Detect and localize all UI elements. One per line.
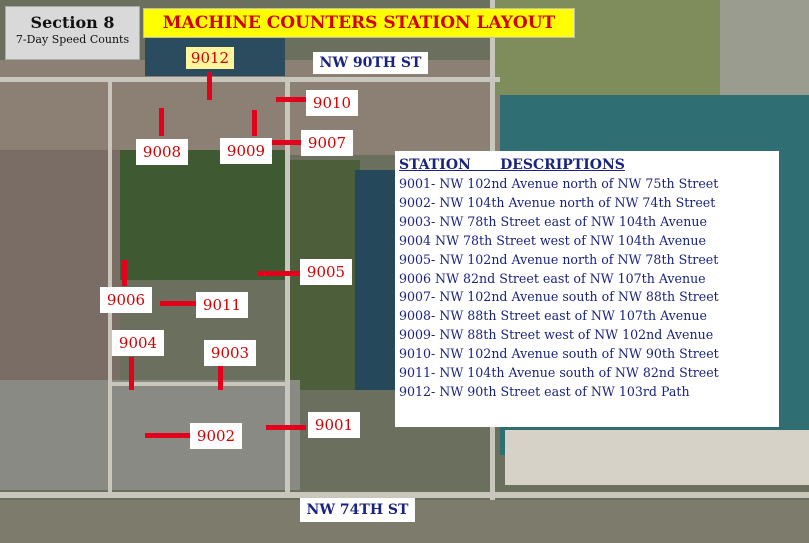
legend-item: 9012- NW 90th Street east of NW 103rd Pa…: [399, 383, 690, 399]
shore-sand: [505, 430, 809, 485]
station-marker-9005: [258, 271, 302, 276]
legend-item: 9005- NW 102nd Avenue north of NW 78th S…: [399, 251, 719, 267]
street-label-north: NW 90TH ST: [313, 52, 428, 74]
station-marker-9012: [207, 72, 212, 100]
legend-item: 9006 NW 82nd Street east of NW 107th Ave…: [399, 270, 706, 286]
northeast-block: [720, 0, 809, 95]
station-label-9003: 9003: [204, 340, 256, 366]
legend-item: 9004 NW 78th Street west of NW 104th Ave…: [399, 232, 706, 248]
station-marker-9009: [252, 110, 257, 136]
station-descriptions-legend: STATION DESCRIPTIONS 9001- NW 102nd Aven…: [395, 151, 779, 427]
road-nw-90th-st: [0, 77, 500, 82]
station-label-9007: 9007: [301, 130, 353, 156]
street-label-south: NW 74TH ST: [300, 498, 415, 522]
station-marker-9011: [160, 301, 198, 306]
legend-item: 9007- NW 102nd Avenue south of NW 88th S…: [399, 289, 719, 305]
station-marker-9004: [129, 357, 134, 390]
station-marker-9008: [159, 108, 164, 136]
station-marker-9007: [268, 140, 302, 145]
station-marker-9006: [122, 260, 127, 286]
station-label-9002: 9002: [190, 423, 242, 449]
station-marker-9002: [145, 433, 193, 438]
road-nw-74th-st: [0, 492, 809, 498]
section-subtitle: 7-Day Speed Counts: [15, 33, 130, 46]
road-nw-102nd-ave: [285, 80, 290, 495]
station-marker-9003: [218, 365, 223, 390]
station-label-9012: 9012: [186, 47, 234, 69]
legend-list: 9001- NW 102nd Avenue north of NW 75th S…: [399, 175, 779, 402]
narrow-lake: [355, 170, 400, 390]
legend-item: 9001- NW 102nd Avenue north of NW 75th S…: [399, 176, 719, 191]
station-label-9011: 9011: [196, 292, 248, 318]
legend-item: 9011- NW 104th Avenue south of NW 82nd S…: [399, 365, 719, 381]
legend-item: 9009- NW 88th Street west of NW 102nd Av…: [399, 327, 714, 343]
west-neighborhood: [0, 150, 120, 390]
legend-item: 9003- NW 78th Street east of NW 104th Av…: [399, 213, 707, 229]
section-box: Section 8 7-Day Speed Counts: [5, 6, 140, 60]
station-label-9008: 9008: [136, 139, 188, 165]
road-78th-st: [110, 382, 290, 386]
section-title: Section 8: [30, 13, 115, 32]
station-marker-9010: [276, 97, 310, 102]
station-marker-9001: [266, 425, 306, 430]
station-label-9001: 9001: [308, 412, 360, 438]
legend-item: 9008- NW 88th Street east of NW 107th Av…: [399, 308, 707, 324]
station-label-9004: 9004: [112, 330, 164, 356]
station-label-9009: 9009: [220, 138, 272, 164]
legend-item: 9002- NW 104th Avenue north of NW 74th S…: [399, 194, 716, 210]
map-title: MACHINE COUNTERS STATION LAYOUT: [143, 8, 575, 38]
station-label-9010: 9010: [306, 90, 358, 116]
legend-item: 9010- NW 102nd Avenue south of NW 90th S…: [399, 346, 719, 362]
station-label-9006: 9006: [100, 287, 152, 313]
station-label-9005: 9005: [300, 259, 352, 285]
forest-area: [120, 150, 290, 280]
legend-heading: STATION DESCRIPTIONS: [399, 157, 625, 173]
